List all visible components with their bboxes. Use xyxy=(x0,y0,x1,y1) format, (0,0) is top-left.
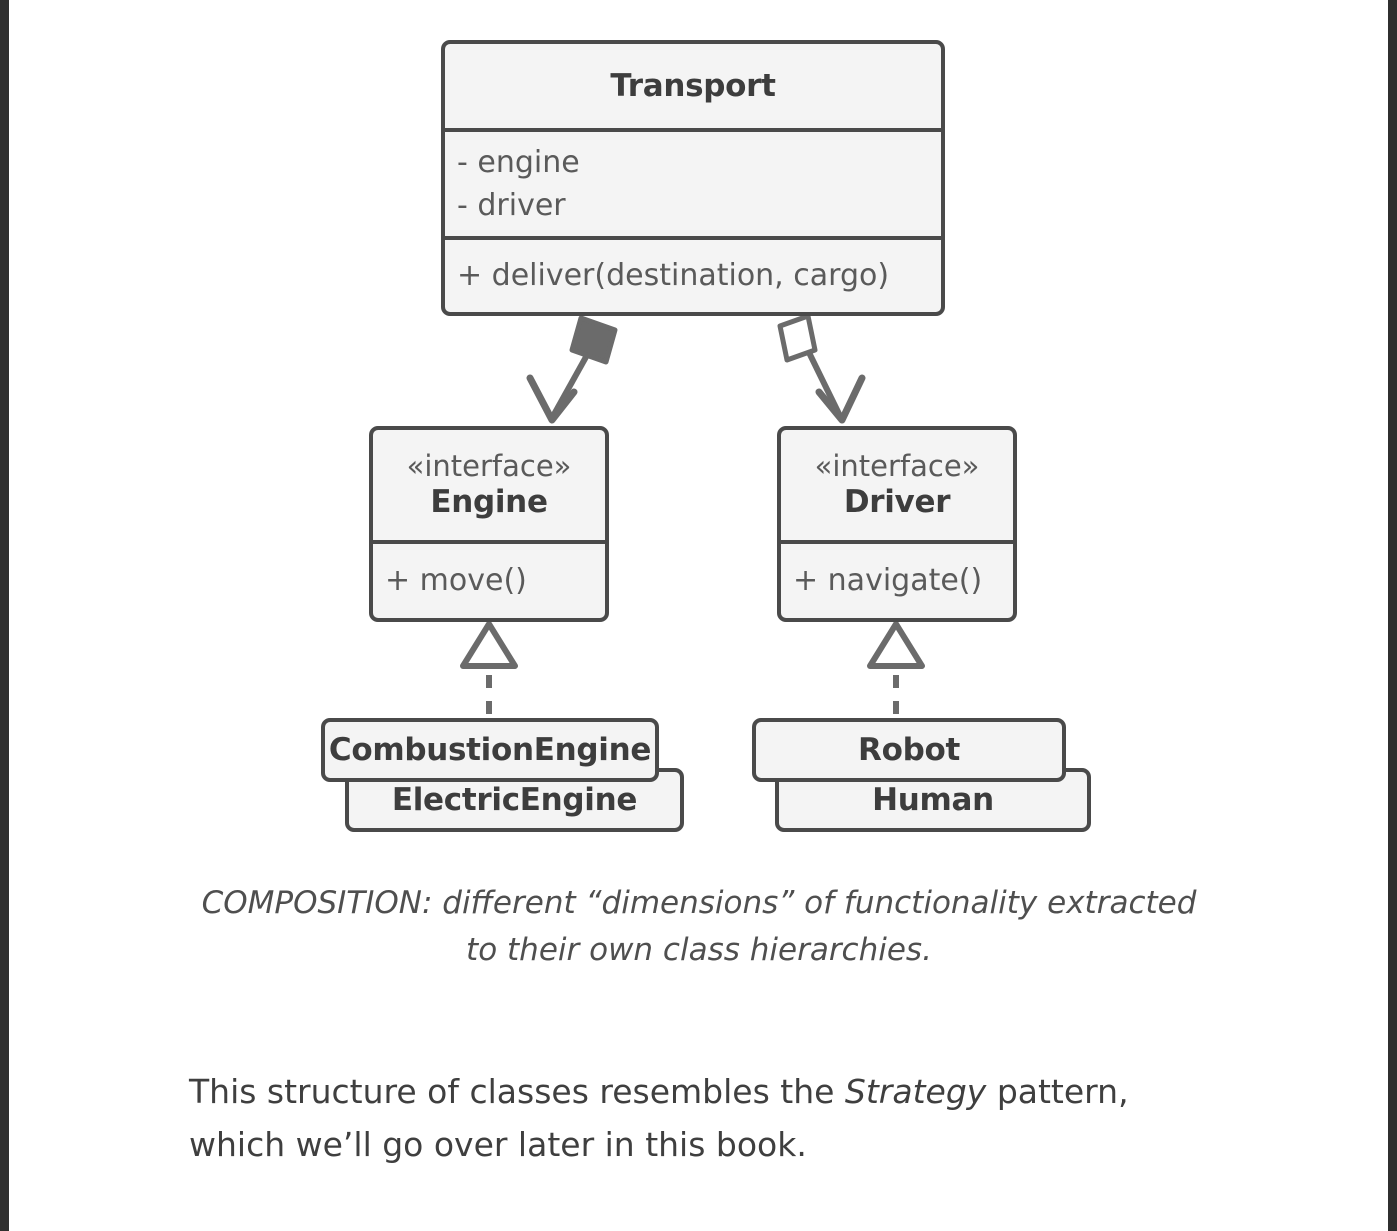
viewer-frame-right-bar xyxy=(1388,0,1397,1231)
engine-operations-compartment: + move() xyxy=(373,540,605,618)
engine-stereotype: «interface» xyxy=(406,449,572,484)
transport-fields-compartment: - engine - driver xyxy=(445,128,941,236)
paragraph-emphasis-strategy: Strategy xyxy=(844,1072,987,1111)
diagram-connectors xyxy=(460,313,925,714)
composition-connector-transport-engine xyxy=(526,315,618,424)
paragraph-text-before: This structure of classes resembles the xyxy=(189,1072,845,1111)
aggregation-connector-transport-driver xyxy=(777,313,866,424)
driver-stereotype: «interface» xyxy=(814,449,980,484)
viewer-frame-left-bar xyxy=(0,0,9,1231)
uml-interface-driver[interactable]: «interface» Driver + navigate() xyxy=(777,426,1017,622)
human-class-name: Human xyxy=(872,782,994,818)
uml-class-transport[interactable]: Transport - engine - driver + deliver(de… xyxy=(441,40,945,316)
combustionengine-class-name: CombustionEngine xyxy=(328,732,652,768)
electricengine-class-name: ElectricEngine xyxy=(391,782,638,818)
paragraph-text-after: pattern, which we’ll go over later in th… xyxy=(189,1072,1129,1165)
engine-class-name: Engine xyxy=(430,483,548,520)
transport-class-name: Transport xyxy=(610,68,776,104)
driver-class-name: Driver xyxy=(843,483,951,520)
transport-operations-compartment: + deliver(destination, cargo) xyxy=(445,236,941,312)
transport-operation-deliver: + deliver(destination, cargo) xyxy=(457,258,890,294)
realization-connector-robot-driver xyxy=(867,621,925,714)
transport-field-engine: - engine xyxy=(457,144,580,180)
driver-header-compartment: «interface» Driver xyxy=(781,430,1013,540)
transport-title-compartment: Transport xyxy=(445,44,941,128)
uml-class-robot[interactable]: Robot xyxy=(752,718,1066,782)
realization-connector-combustionengine-engine xyxy=(460,621,518,714)
uml-interface-engine[interactable]: «interface» Engine + move() xyxy=(369,426,609,622)
body-paragraph: This structure of classes resembles the … xyxy=(189,1065,1229,1172)
uml-class-combustionengine[interactable]: CombustionEngine xyxy=(321,718,659,782)
uml-class-diagram: Transport - engine - driver + deliver(de… xyxy=(9,0,1388,860)
driver-operations-compartment: + navigate() xyxy=(781,540,1013,618)
diagram-caption: COMPOSITION: different “dimensions” of f… xyxy=(201,885,1197,968)
transport-field-driver: - driver xyxy=(457,188,566,223)
driver-operation-navigate: + navigate() xyxy=(793,563,983,599)
page-content: Transport - engine - driver + deliver(de… xyxy=(9,0,1388,1231)
robot-class-name: Robot xyxy=(858,732,960,768)
engine-operation-move: + move() xyxy=(385,563,527,599)
engine-header-compartment: «interface» Engine xyxy=(373,430,605,540)
